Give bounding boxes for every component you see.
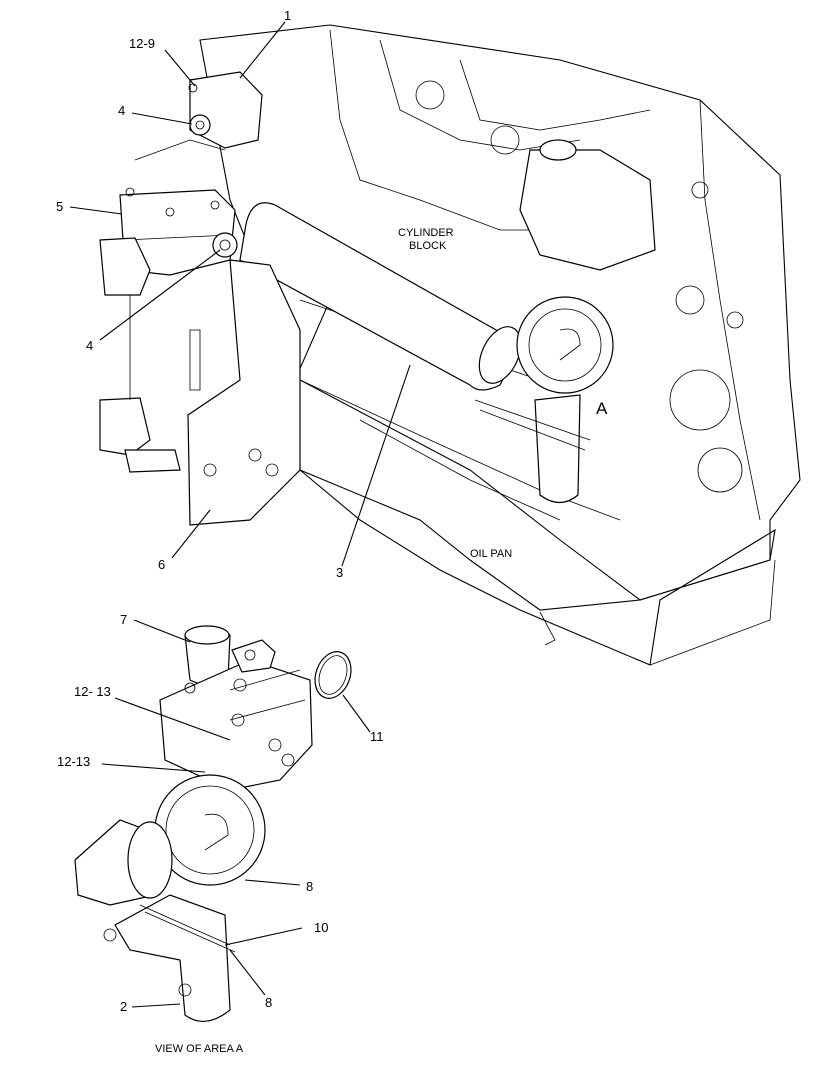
callout-12-9: 12-9 bbox=[129, 36, 155, 51]
detail-view-title: VIEW OF AREA A bbox=[155, 1043, 244, 1055]
callout-4-lower: 4 bbox=[86, 338, 93, 353]
callout-4-upper: 4 bbox=[118, 103, 125, 118]
callout-2: 2 bbox=[120, 999, 127, 1014]
callout-6: 6 bbox=[158, 557, 165, 572]
oil-pan-outline bbox=[299, 379, 776, 666]
detail-view-a bbox=[74, 625, 352, 1022]
callout-7: 7 bbox=[120, 612, 127, 627]
filter-base bbox=[134, 71, 263, 161]
cylinder-block-label-line1: CYLINDER bbox=[398, 227, 454, 239]
callout-3: 3 bbox=[336, 565, 343, 580]
callout-5: 5 bbox=[56, 199, 63, 214]
mounting-bracket bbox=[187, 259, 301, 526]
oil-pan-label: OIL PAN bbox=[470, 548, 512, 560]
callout-10: 10 bbox=[314, 920, 328, 935]
callout-12-13-lower: 12-13 bbox=[57, 754, 90, 769]
callout-1: 1 bbox=[284, 8, 291, 23]
cylinder-block-label-line2: BLOCK bbox=[409, 240, 447, 252]
callout-area-a: A bbox=[596, 399, 608, 418]
oil-cooler-housing bbox=[99, 187, 236, 473]
callout-8-lower: 8 bbox=[265, 995, 272, 1010]
callout-12-13-upper: 12- 13 bbox=[74, 684, 111, 699]
callout-11: 11 bbox=[370, 729, 384, 744]
water-pump-assembly bbox=[474, 139, 656, 504]
leader-lines bbox=[69, 21, 411, 1008]
callout-labels: 1 12-9 4 5 4 6 3 A CYLINDER BLOCK OIL PA… bbox=[56, 8, 608, 1055]
callout-8-upper: 8 bbox=[306, 879, 313, 894]
oil-filter-canister bbox=[212, 202, 522, 391]
